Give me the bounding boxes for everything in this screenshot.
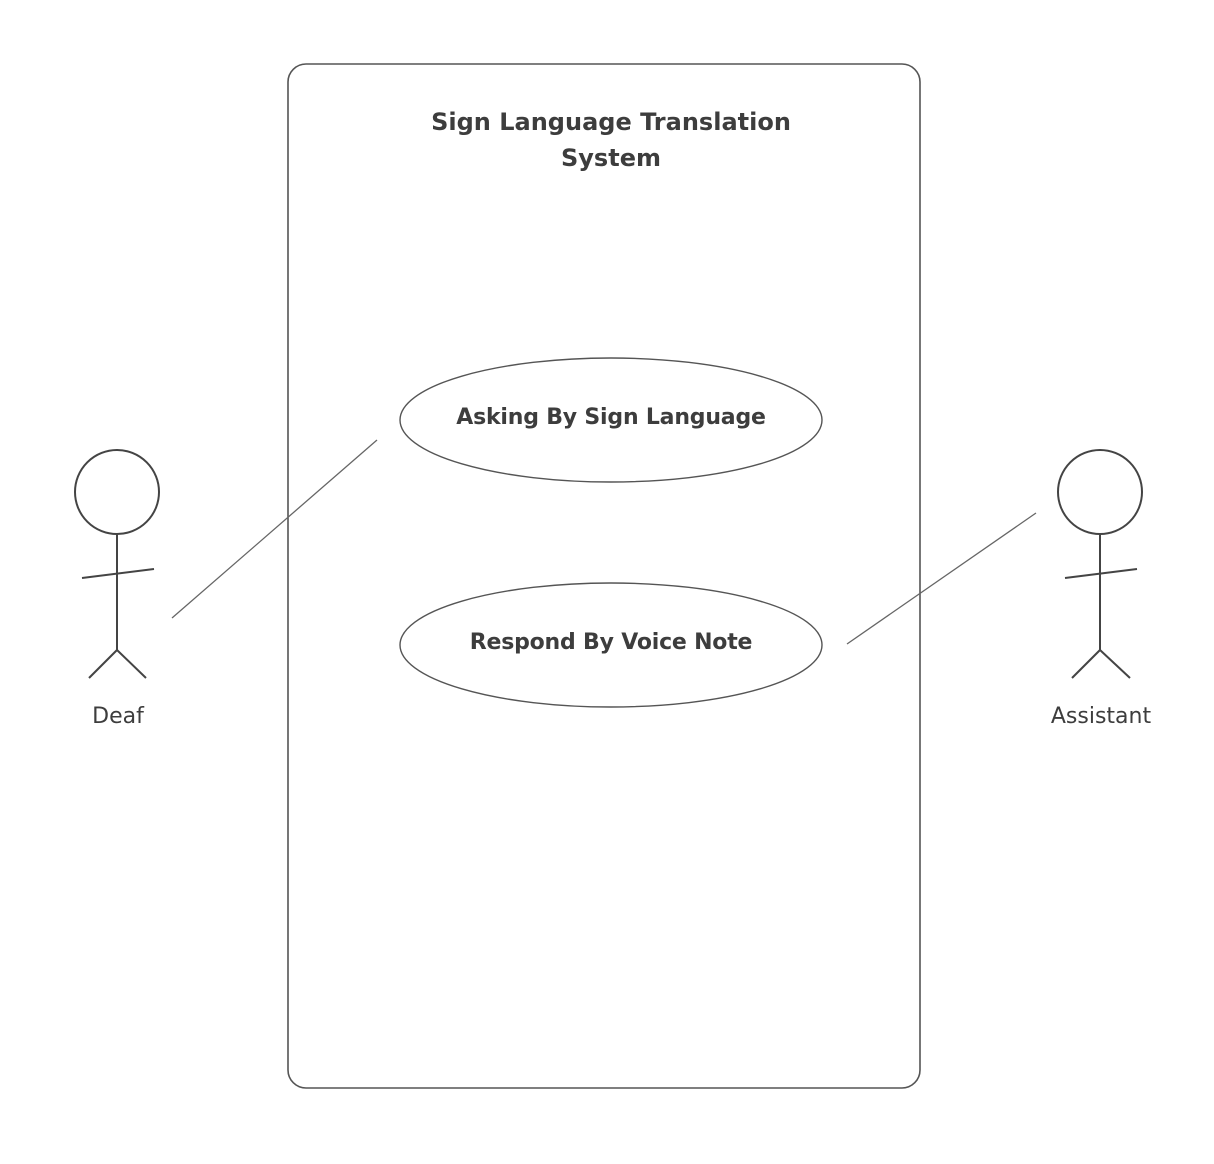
use-case-respond-by-voice-note xyxy=(399,582,823,708)
actor-label-deaf: Deaf xyxy=(92,704,144,729)
actor-assistant-arms xyxy=(1064,568,1138,579)
system-title: Sign Language Translation System xyxy=(431,108,791,172)
system-boundary xyxy=(287,63,921,1089)
actor-assistant-head xyxy=(1057,449,1143,535)
use-case-label-asking: Asking By Sign Language xyxy=(456,405,766,430)
actor-assistant-figure xyxy=(1057,449,1143,679)
actor-deaf-right-leg xyxy=(116,649,147,679)
use-case-label-respond: Respond By Voice Note xyxy=(469,630,753,655)
actor-deaf-head xyxy=(74,449,160,535)
actor-label-assistant: Assistant xyxy=(1050,704,1152,729)
actor-assistant-right-leg xyxy=(1099,649,1131,679)
actor-assistant-left-leg xyxy=(1071,649,1101,679)
association-deaf-asking xyxy=(171,439,378,619)
actor-deaf-figure xyxy=(74,449,160,679)
association-assistant-respond xyxy=(846,512,1037,645)
use-case-asking-by-sign-language xyxy=(399,357,823,483)
actor-deaf-left-leg xyxy=(88,649,118,679)
actor-deaf-arms xyxy=(81,568,155,579)
